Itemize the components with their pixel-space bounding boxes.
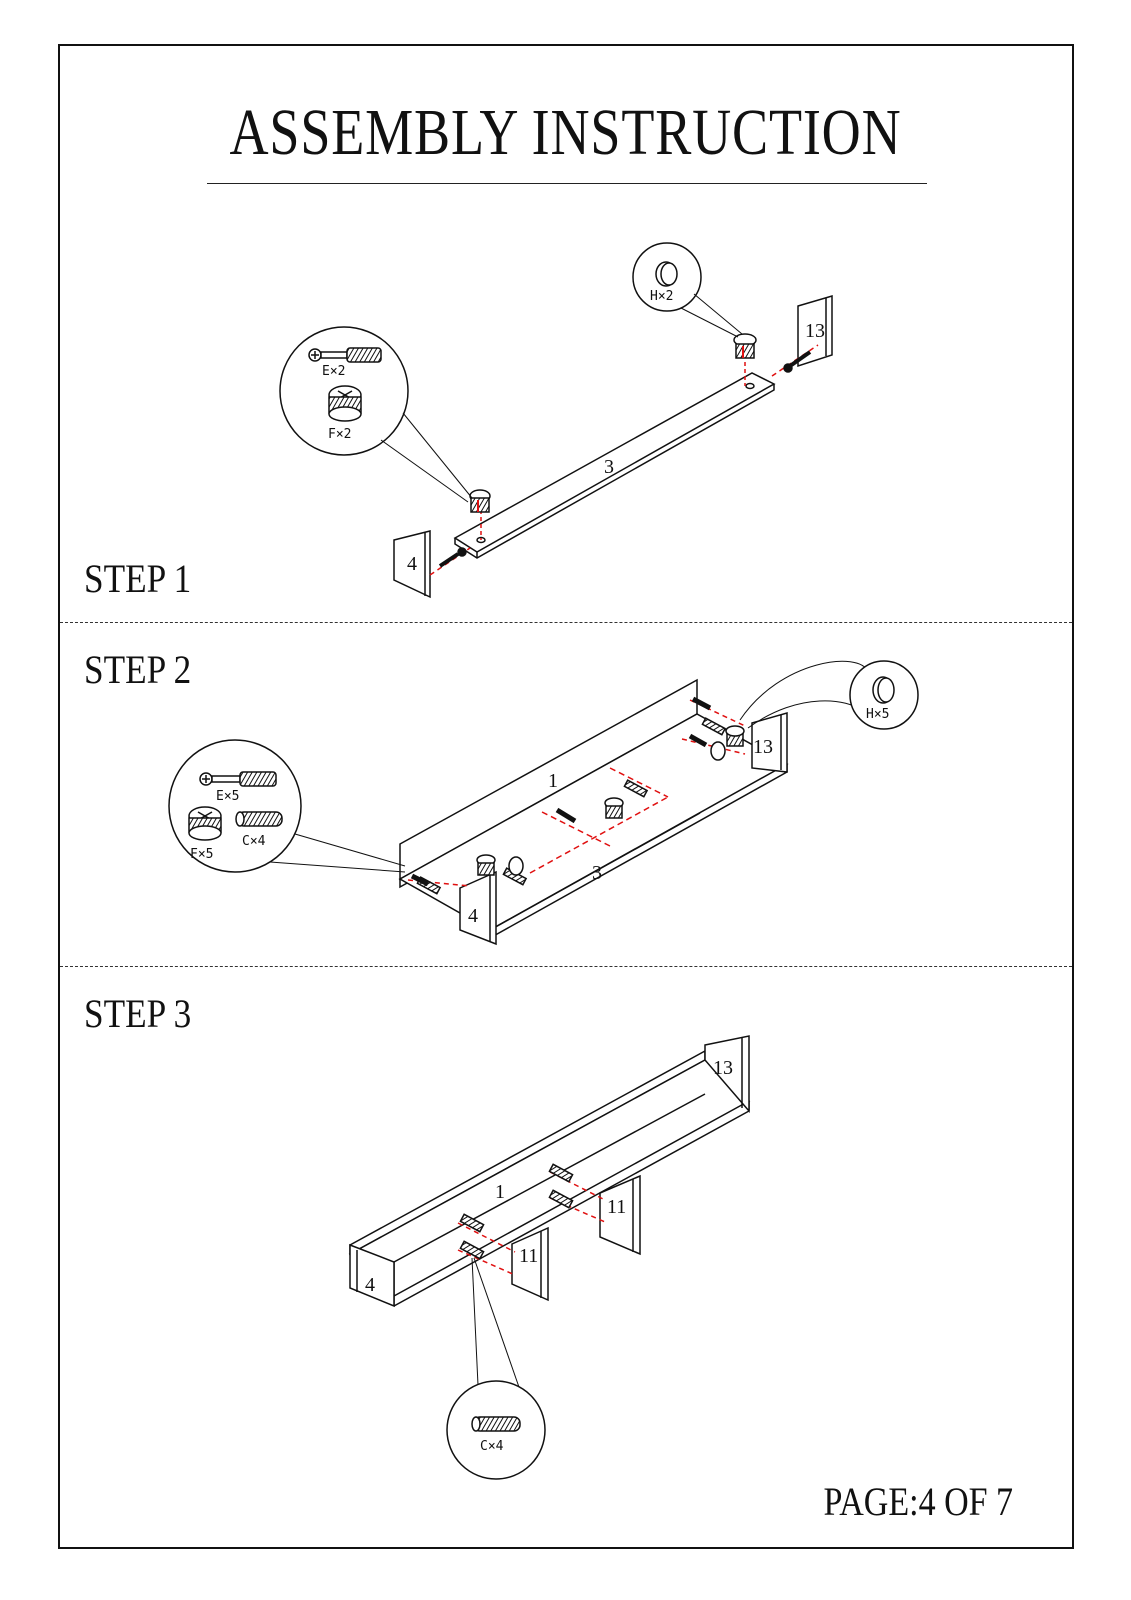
step3-dowel-qty: C×4: [480, 1439, 504, 1454]
step2-cam-lock-qty: F×5: [190, 847, 213, 862]
dowel-icon: [235, 811, 283, 827]
step2-cover-cap: [710, 741, 726, 761]
step2-cap-callout: [739, 660, 919, 730]
step2-right-end-panel: [751, 712, 788, 773]
step3-dowel: [548, 1189, 574, 1209]
step1-cap-callout: [632, 242, 743, 338]
step2-cam-bolt-qty: E×5: [216, 789, 239, 804]
step3-right-end-panel: [704, 1035, 750, 1114]
step-3-figure: 1 4 13 11 11: [348, 1035, 751, 1480]
cam-lock-icon: [188, 806, 222, 841]
step3-cabinet-body: [348, 1049, 751, 1307]
step3-dowel-callout: [446, 1257, 546, 1480]
step1-cam-bolt-qty: E×2: [322, 364, 345, 379]
step1-cam-bolt-right: [783, 350, 812, 373]
page-title: ASSEMBLY INSTRUCTION: [229, 96, 902, 169]
step1-right-end-label: 13: [805, 320, 825, 342]
step2-fittings-callout: [168, 739, 406, 873]
step3-left-end-panel: [349, 1243, 395, 1308]
step-2-figure: 1 3 4 13: [168, 660, 919, 946]
step3-divider-b-label: 11: [607, 1196, 626, 1218]
cam-bolt-icon: [308, 347, 382, 363]
step1-fittings-callout: [279, 326, 473, 503]
step2-cam-lock: [725, 725, 745, 747]
cam-lock-icon: [328, 385, 362, 422]
title-underline: [207, 183, 927, 184]
step1-cam-bolt-left: [438, 547, 467, 568]
step3-right-end-label: 13: [713, 1057, 733, 1079]
step-1-label: STEP 1: [84, 556, 192, 601]
step2-cam-bolt: [691, 696, 712, 711]
step2-back-label: 1: [548, 770, 558, 792]
step-1-figure: 3 4 13: [279, 242, 833, 599]
step3-dowel: [459, 1213, 485, 1233]
step2-right-end-label: 13: [753, 736, 773, 758]
step2-dowel: [623, 779, 649, 798]
step2-cam-bolt: [688, 733, 708, 748]
step2-cam-lock: [476, 854, 496, 876]
step1-shelf-panel: [453, 372, 776, 559]
step3-dowel: [459, 1240, 485, 1260]
page-frame: [58, 44, 1074, 1549]
step3-left-end-label: 4: [365, 1274, 375, 1296]
step1-cam-lock-qty: F×2: [328, 427, 351, 442]
step2-dowel-qty: C×4: [242, 834, 266, 849]
step1-cap-qty: H×2: [650, 289, 673, 304]
step2-cam-bolt: [410, 873, 430, 887]
step3-divider-a: [511, 1226, 549, 1302]
step1-left-end-panel: [393, 530, 431, 599]
step2-left-end-label: 4: [468, 905, 478, 927]
step-divider-1: [60, 622, 1072, 623]
step2-back-panel: [398, 678, 789, 939]
step2-cap-qty: H×5: [866, 707, 889, 722]
step-3-label: STEP 3: [84, 991, 192, 1036]
page-number: PAGE:4 OF 7: [823, 1479, 1013, 1524]
step-divider-2: [60, 966, 1072, 967]
step2-left-end-panel: [459, 870, 497, 946]
step2-shelf-label: 3: [592, 862, 602, 884]
step2-cam-lock: [604, 797, 624, 819]
step1-left-end-label: 4: [407, 553, 417, 575]
step3-back-label: 1: [495, 1181, 505, 1203]
step1-cam-lock-left: [469, 489, 491, 513]
step1-shelf-label: 3: [604, 456, 614, 478]
step2-cover-cap: [508, 856, 524, 876]
cam-bolt-icon: [199, 771, 277, 787]
step1-cam-lock-right: [733, 333, 757, 359]
step3-divider-b: [599, 1174, 641, 1256]
step3-divider-a-label: 11: [519, 1245, 538, 1267]
dowel-icon: [471, 1416, 521, 1432]
step2-dowel: [701, 717, 727, 736]
step2-cam-bolt: [555, 807, 577, 824]
step1-right-end-panel: [797, 294, 833, 368]
step3-dowel: [548, 1163, 574, 1183]
step-2-label: STEP 2: [84, 647, 192, 692]
